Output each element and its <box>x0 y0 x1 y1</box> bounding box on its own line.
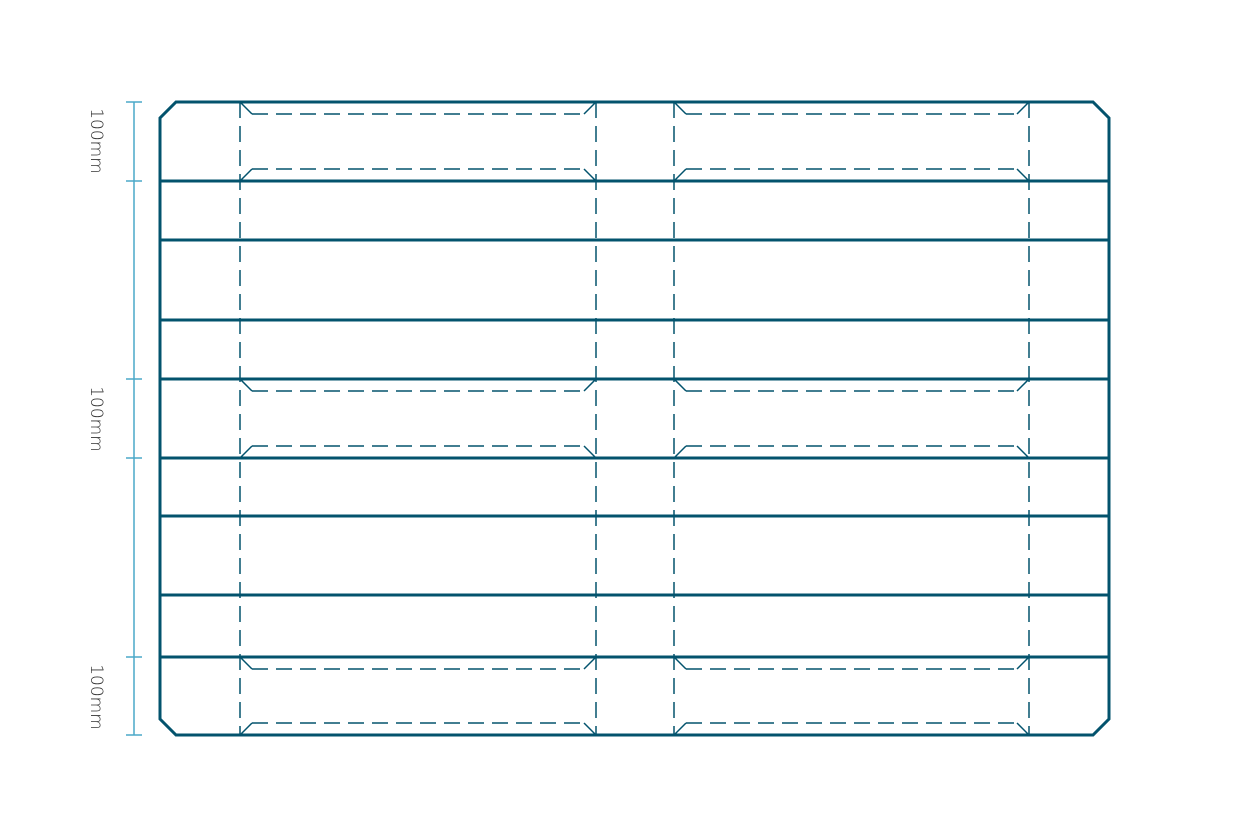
block-corner <box>673 378 687 392</box>
block-corner <box>1016 656 1030 670</box>
dimension-label: 100mm <box>86 108 106 174</box>
stringer-lines <box>239 102 1030 735</box>
block-corner <box>1016 168 1030 182</box>
block-corner <box>583 168 597 182</box>
block-corner <box>673 168 687 182</box>
block-corner <box>1016 101 1030 115</box>
hidden-blocks <box>239 101 1030 736</box>
block-corner <box>239 168 253 182</box>
block-corner <box>1016 445 1030 459</box>
block-corner <box>583 378 597 392</box>
block-corner <box>1016 378 1030 392</box>
block-corner <box>239 656 253 670</box>
block-corner <box>239 101 253 115</box>
pallet-outline <box>158 100 1111 737</box>
block-corner <box>239 378 253 392</box>
dimension-label: 100mm <box>86 386 106 452</box>
block-corner <box>239 722 253 736</box>
block-corner <box>583 722 597 736</box>
block-corner <box>583 656 597 670</box>
block-corner <box>583 445 597 459</box>
block-corner <box>673 445 687 459</box>
block-corner <box>239 445 253 459</box>
block-corner <box>1016 722 1030 736</box>
block-corner <box>583 101 597 115</box>
dimension-line: 100mm 100mm 100mm <box>86 101 142 736</box>
block-corner <box>673 722 687 736</box>
block-corner <box>673 656 687 670</box>
block-corner <box>673 101 687 115</box>
deck-boards <box>160 179 1109 659</box>
dimension-label: 100mm <box>86 664 106 730</box>
